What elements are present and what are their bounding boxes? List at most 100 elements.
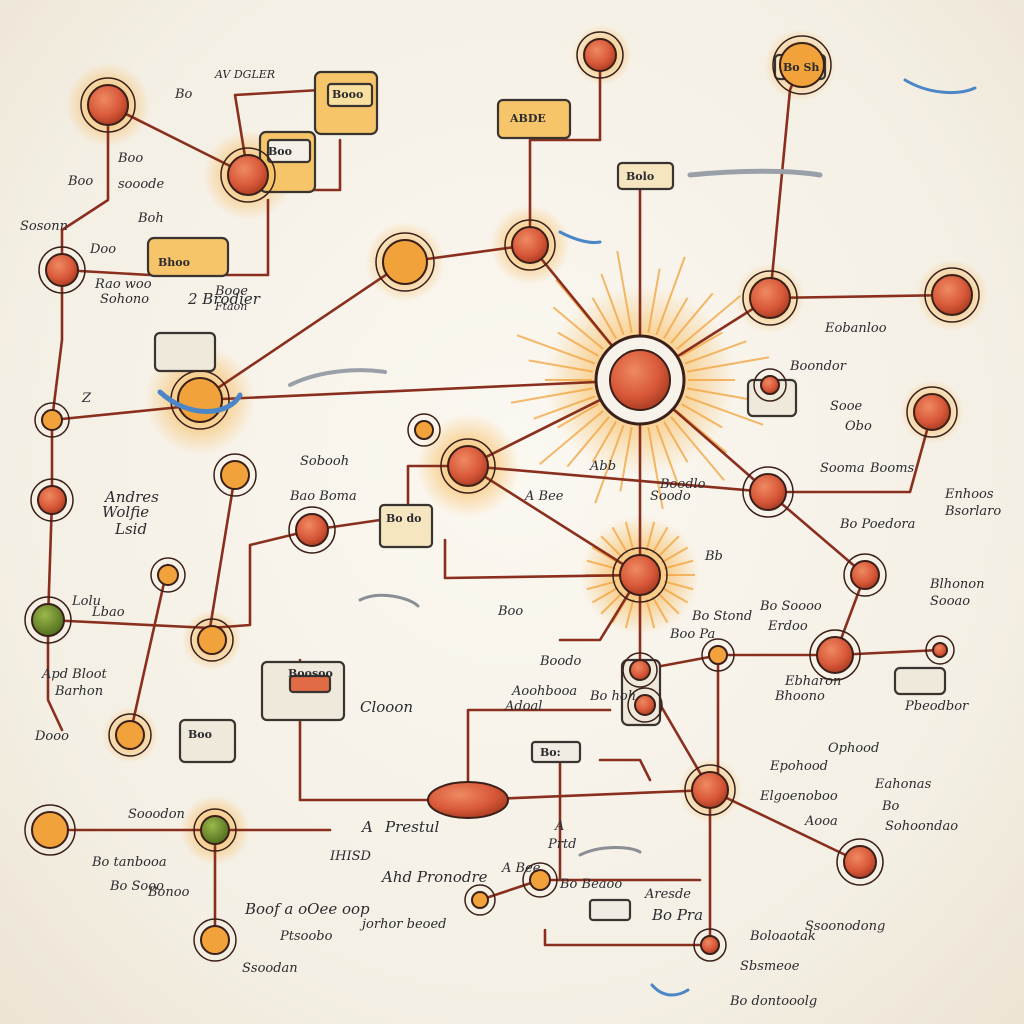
grey-swoosh [358, 593, 420, 608]
grey-swoosh [578, 845, 642, 857]
wire [106, 103, 250, 177]
box-label: Boo [188, 728, 212, 741]
wire [46, 618, 64, 732]
node [177, 377, 223, 423]
box-7 [378, 503, 434, 549]
node-ring [30, 478, 74, 522]
hub-ray [566, 416, 610, 468]
diagram-label: Sohono [100, 292, 150, 307]
box-15 [893, 666, 947, 696]
diagram-label: Ssoonodong [805, 919, 886, 934]
box-8-bar [288, 674, 332, 694]
node-ray [656, 591, 680, 615]
diagram-label: A Bee [502, 861, 541, 876]
node [749, 473, 787, 511]
node [708, 645, 728, 665]
node [220, 460, 250, 490]
node-ray [591, 586, 619, 604]
diagram-label: Andres [105, 488, 159, 506]
node [529, 869, 551, 891]
node [850, 560, 880, 590]
node-ring [924, 267, 980, 323]
diagram-label: Boof a oOee oop [245, 900, 370, 918]
diagram-label: Ptsoobo [280, 929, 333, 944]
wire [466, 464, 770, 494]
hub-ray [616, 250, 633, 333]
diagram-label: Barhon [55, 684, 104, 699]
node-ray [600, 535, 624, 559]
diagram-label: Bo Beaoo [560, 877, 623, 892]
box-3 [146, 236, 230, 278]
diagram-label: IHISD [330, 849, 371, 864]
hub-ray [663, 297, 689, 339]
node-ring [772, 35, 832, 95]
hub-ray [557, 403, 599, 429]
diagram-label: Bonoo [148, 885, 190, 900]
wire [766, 490, 867, 577]
node-ring [24, 804, 76, 856]
diagram-label: jorhor beoed [362, 917, 447, 932]
node-ring [742, 466, 794, 518]
hub-ray [594, 424, 625, 504]
box-label: Bhoo [158, 256, 190, 269]
box-label: Bo Sh [783, 61, 820, 74]
node-ring [440, 438, 496, 494]
diagram-label: Sohoondao [885, 819, 959, 834]
node [447, 445, 489, 487]
diagram-label: Boo [68, 174, 94, 189]
node-ray [624, 521, 635, 552]
diagram-label: Sooma [820, 461, 865, 476]
hub-ray [670, 416, 725, 481]
diagram-label: Boo [118, 151, 144, 166]
node-ray [624, 598, 635, 629]
wire [768, 293, 954, 300]
node-ring [288, 506, 336, 554]
node [295, 513, 329, 547]
wire [198, 260, 407, 402]
node [157, 564, 179, 586]
hub-ray [600, 273, 625, 336]
box-11 [588, 898, 632, 922]
node [619, 554, 661, 596]
node-ring [622, 652, 658, 688]
node [115, 720, 145, 750]
hub-ray [676, 295, 741, 350]
node [700, 935, 720, 955]
hub-ray [528, 359, 593, 373]
box-4 [496, 98, 572, 140]
box-10 [530, 740, 582, 764]
hub-ray [655, 424, 680, 487]
diagram-label: Boloaotak [750, 929, 816, 944]
node-ring [38, 246, 86, 294]
node-ray [661, 586, 689, 604]
node [41, 409, 63, 431]
diagram-label: Booe [215, 284, 248, 299]
blue-swoosh [157, 389, 243, 414]
diagram-label: Sooe [830, 399, 863, 414]
box-label: Bo: [540, 746, 561, 759]
diagram-label: Apd Bloot [42, 667, 107, 682]
diagram-label: Bo Stond [692, 609, 753, 624]
diagram-label: Boo Pa [670, 627, 716, 642]
diagram-label: Obo [845, 419, 872, 434]
diagram-label: Ophood [828, 741, 880, 756]
diagram-label: Prestul [385, 818, 440, 836]
box-label: Boosoo [288, 667, 333, 680]
wire [528, 53, 602, 247]
hub-ray [663, 421, 689, 463]
hub-ray [687, 387, 752, 401]
diagram-label: A Bee [525, 489, 564, 504]
wire [708, 788, 862, 864]
wire [60, 103, 110, 272]
wire [198, 378, 642, 402]
box-12 [153, 331, 217, 373]
box-1-inner [326, 82, 374, 108]
diagram-label: Aresde [645, 887, 691, 902]
hub-ray [552, 306, 604, 350]
node-ring [576, 31, 624, 79]
wire [466, 708, 612, 802]
box-layer [146, 53, 947, 922]
wire [443, 538, 642, 580]
diagram-label: Bhoono [775, 689, 825, 704]
